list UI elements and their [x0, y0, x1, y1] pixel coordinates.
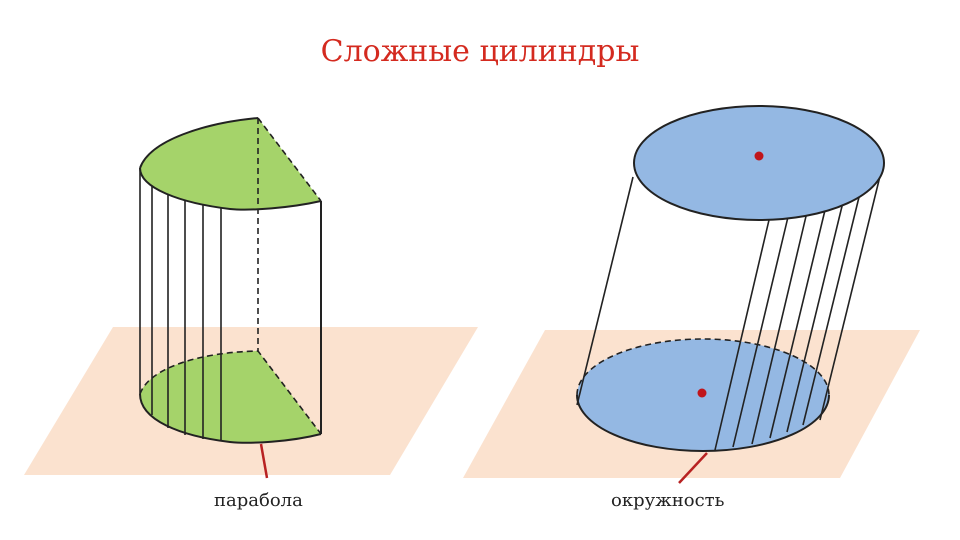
right-caption: окружность [611, 490, 725, 511]
page-title: Сложные цилиндры [320, 34, 640, 69]
right-top-base [633, 105, 885, 221]
left-bottom-visible-edge [139, 393, 322, 444]
left-pointer [259, 443, 269, 479]
left-bottom-hidden-edge [139, 350, 322, 435]
right-top-center-point [754, 151, 764, 161]
right-pointer [678, 452, 708, 484]
left-top-base [140, 118, 321, 210]
right-bottom-center-point [697, 388, 707, 398]
right-cylinder [576, 105, 885, 484]
left-caption: парабола [214, 490, 303, 511]
left-cylinder [139, 117, 322, 479]
